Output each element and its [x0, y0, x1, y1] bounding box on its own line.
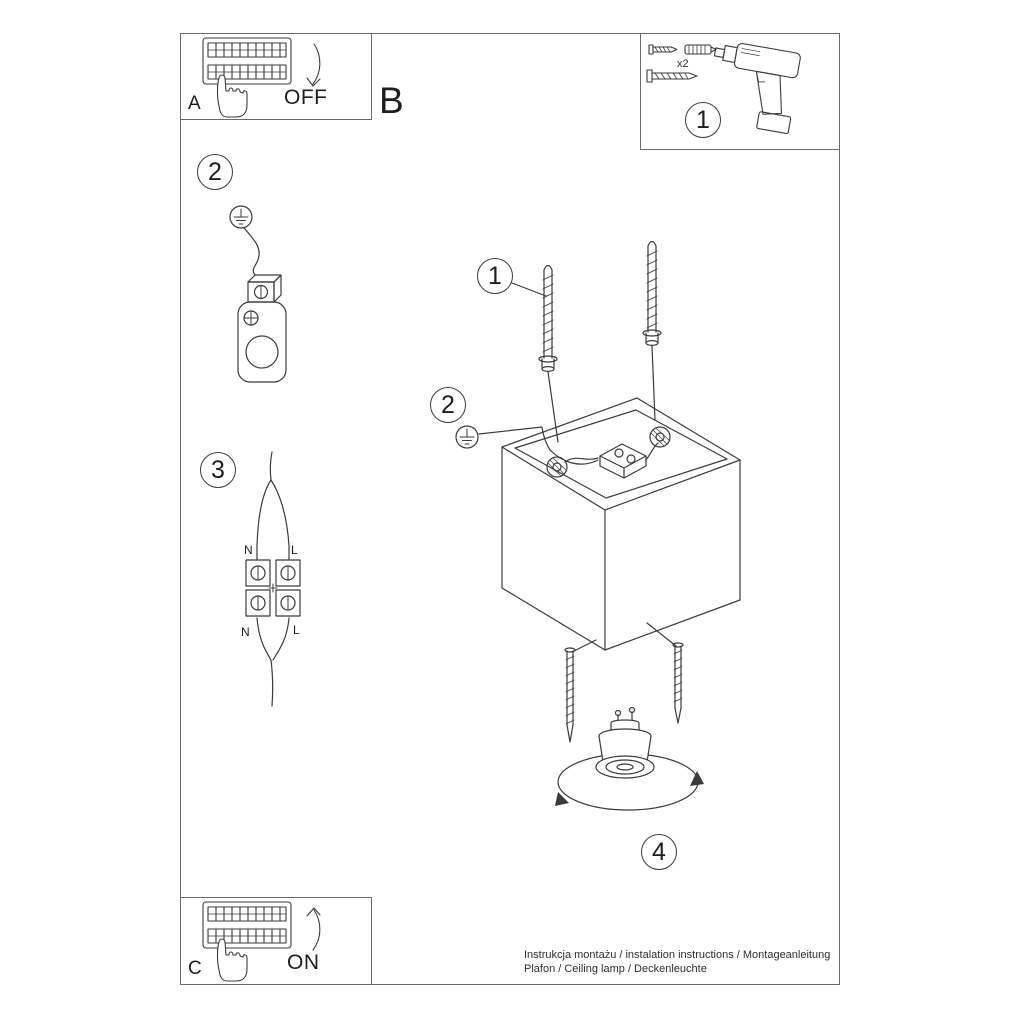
cable-gland-right-icon [649, 426, 671, 448]
screw-icon [648, 44, 678, 55]
hand-icon [216, 74, 248, 118]
power-on-illustration [202, 901, 321, 982]
terminal-block-3d-icon [599, 443, 647, 479]
power-off-illustration [202, 37, 321, 118]
step-c-box: C ON [180, 897, 372, 985]
wire-split-left [256, 479, 272, 560]
guide-line-left [547, 371, 559, 443]
tools-box: x2 [640, 33, 840, 150]
ground-wire [243, 227, 260, 276]
wire-split-right [270, 479, 290, 560]
arrow-up-icon [306, 907, 321, 951]
ground-wire-out [541, 427, 599, 465]
callout-1-pointer [511, 282, 547, 297]
fixing-screw-right-icon [672, 642, 684, 724]
wire-label-l-bottom: L [293, 623, 300, 637]
step-a-box: A OFF [180, 33, 372, 120]
assembly-illustration [455, 240, 741, 811]
callout-2-ground: 2 [430, 387, 466, 423]
gu10-bulb-icon [595, 706, 655, 779]
ground-bracket-illustration [229, 205, 287, 383]
ground-symbol-icon [229, 205, 253, 229]
on-label: ON [287, 951, 320, 974]
hand-icon [216, 938, 248, 982]
guide-line-bottom-left [571, 639, 597, 653]
mounting-screw-left-icon [538, 264, 558, 373]
ground-symbol-icon [455, 425, 479, 449]
step-a-label: A [188, 93, 201, 114]
guide-line-right [651, 345, 656, 421]
callout-1-screws: 1 [477, 258, 513, 294]
footer-line-2: Plafon / Ceiling lamp / Deckenleuchte [524, 962, 707, 975]
footer: Instrukcja montażu / instalation instruc… [524, 949, 830, 976]
callout-4-bulb: 4 [641, 834, 677, 870]
guide-line-bottom-right [646, 622, 677, 647]
wall-plug-icon [684, 44, 717, 55]
mounting-screw-right-icon [642, 240, 662, 346]
off-label: OFF [284, 86, 328, 109]
breaker-panel-icon [202, 901, 292, 949]
long-screw-icon [646, 69, 698, 83]
terminal-clamp-icon [247, 274, 282, 303]
fixing-screw-left-icon [564, 647, 576, 743]
lamp-body-cube [501, 397, 741, 651]
callout-1-tools: 1 [685, 102, 721, 138]
drill-icon [713, 42, 801, 135]
wire-merge-left [256, 617, 274, 707]
tools-illustration [646, 42, 801, 135]
internal-wire-right [645, 442, 659, 461]
callout-2-pointer [478, 426, 543, 435]
terminal-block-icon [245, 559, 301, 617]
callout-2-prep: 2 [197, 154, 233, 190]
wire-label-n-bottom: N [241, 625, 250, 639]
quantity-label: x2 [677, 58, 689, 70]
content-frame [180, 33, 840, 985]
step-c-label: C [188, 958, 202, 979]
footer-line-1: Instrukcja montażu / instalation instruc… [524, 949, 831, 961]
arrow-down-icon [306, 43, 321, 87]
mounting-plate-icon [237, 301, 287, 383]
wiring-illustration [245, 451, 301, 707]
breaker-panel-icon [202, 37, 292, 85]
callout-3-wiring: 3 [200, 452, 236, 488]
step-b-label: B [379, 80, 404, 121]
cable-gland-left-icon [546, 456, 568, 478]
wire-label-n-top: N [244, 543, 253, 557]
wire-top [269, 451, 273, 481]
wire-merge-right [272, 617, 290, 661]
wire-label-l-top: L [291, 543, 298, 557]
internal-wire-left [564, 457, 599, 463]
